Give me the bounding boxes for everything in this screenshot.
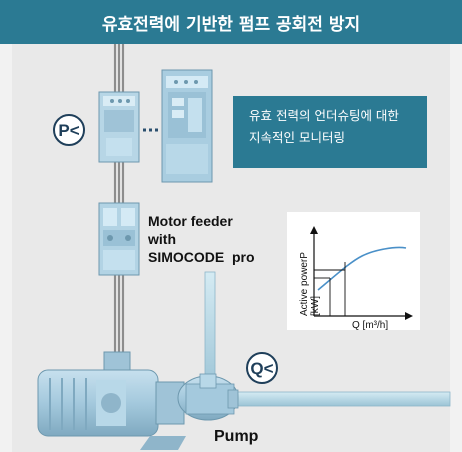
power-curve (317, 246, 407, 291)
diagram-title: 유효전력에 기반한 펌프 공회전 방지 (101, 14, 361, 35)
outlet-pipe (231, 391, 451, 407)
chart-background (287, 212, 420, 330)
cable-bundle (113, 44, 125, 354)
info-line-2: 지속적인 모니터링 (249, 130, 345, 145)
motor-feeder-line-3: SIMOCODE pro (148, 249, 255, 265)
info-line-1: 유효 전력의 언더슈팅에 대한 (249, 108, 399, 123)
power-badge-text: P< (58, 121, 79, 140)
motor-feeder-device (98, 202, 140, 276)
flow-badge-text: Q< (250, 359, 273, 378)
chart-x-label: Q [m³/h] (352, 320, 388, 331)
pump-housing (177, 373, 239, 421)
power-monitor-badge: P< (53, 114, 85, 146)
chart-y-unit: [kW] (310, 296, 321, 316)
flow-monitor-badge: Q< (246, 352, 278, 384)
pump-label: Pump (214, 428, 259, 445)
chart-y-label: Active powerP (299, 252, 310, 316)
info-box: 유효 전력의 언더슈팅에 대한 지속적인 모니터링 (233, 96, 427, 168)
chart-y-arrow (310, 226, 318, 234)
measuring-module (98, 91, 140, 163)
power-flow-chart: Active powerP [kW] Q [m³/h] (287, 212, 420, 331)
motor-feeder-line-2: with (148, 231, 176, 247)
motor-feeder-line-1: Motor feeder (148, 213, 233, 229)
basic-unit (161, 69, 213, 183)
title-bar: 유효전력에 기반한 펌프 공회전 방지 (0, 0, 462, 44)
motor (37, 351, 186, 450)
chart-x-arrow (405, 312, 413, 320)
motor-feeder-caption: Motor feeder with SIMOCODE pro (148, 212, 255, 266)
